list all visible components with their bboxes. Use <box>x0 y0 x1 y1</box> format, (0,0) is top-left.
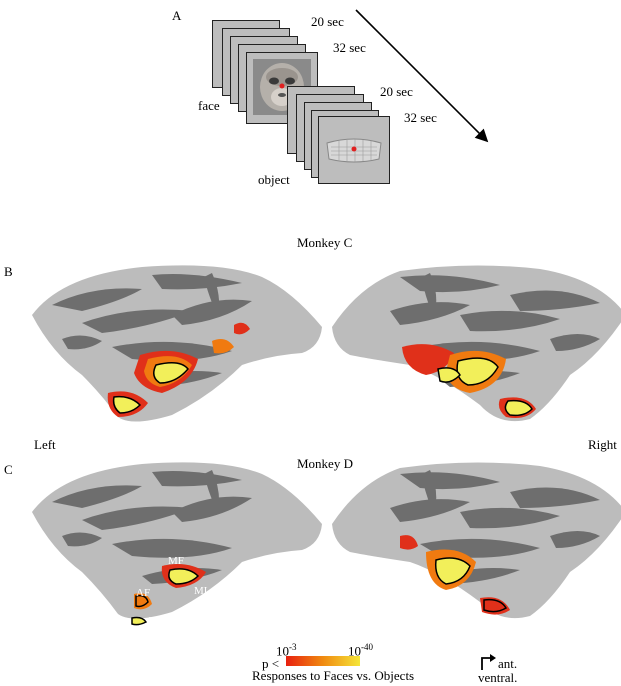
activation-d-right <box>400 535 510 615</box>
roi-ml-label: ML <box>194 585 211 597</box>
roi-mf-label: MF <box>168 555 184 567</box>
anterior-label: ant. <box>498 656 518 671</box>
panel-a-label: A <box>172 8 182 23</box>
low-value-label: 10-3 <box>276 642 297 659</box>
object-frame-image <box>318 116 390 184</box>
high-value-exp: -40 <box>361 642 373 652</box>
keyboard-image <box>326 138 382 163</box>
right-label: Right <box>588 437 617 452</box>
high-value-label: 10-40 <box>348 642 373 659</box>
fixation-dot <box>279 83 285 89</box>
fixation-dot-object <box>351 146 357 152</box>
panel-b-label: B <box>4 264 13 279</box>
p-label: p < <box>262 656 280 671</box>
monkey-c-left-hemisphere <box>32 265 322 422</box>
low-value-exp: -3 <box>289 642 297 652</box>
high-value-base: 10 <box>348 643 361 659</box>
low-value-base: 10 <box>276 643 289 659</box>
time-label-1: 20 sec <box>311 14 344 29</box>
roi-al-label: AL <box>146 615 161 627</box>
time-label-3: 20 sec <box>380 84 413 99</box>
colorbar-gradient <box>286 656 360 666</box>
monkey-c-title: Monkey C <box>297 235 353 250</box>
object-label: object <box>258 172 290 187</box>
activation-c-left <box>107 322 250 417</box>
activation-c-right <box>402 344 536 418</box>
monkey-d-right-hemisphere <box>332 462 621 619</box>
time-arrow <box>355 9 489 143</box>
monkey-c-right-hemisphere <box>332 265 621 422</box>
roi-af-label: AF <box>136 587 150 599</box>
time-label-2: 32 sec <box>333 40 366 55</box>
ventral-label: ventral. <box>478 670 518 685</box>
panel-c-label: C <box>4 462 13 477</box>
monkey-d-title: Monkey D <box>297 456 353 471</box>
colorbar-caption: Responses to Faces vs. Objects <box>252 668 415 683</box>
monkey-d-left-hemisphere: MF ML AF AL <box>32 462 322 627</box>
orientation-arrow-icon <box>481 654 496 670</box>
activation-d-left <box>131 564 206 626</box>
time-label-4: 32 sec <box>404 110 437 125</box>
face-label: face <box>198 98 220 113</box>
left-label: Left <box>34 437 56 452</box>
